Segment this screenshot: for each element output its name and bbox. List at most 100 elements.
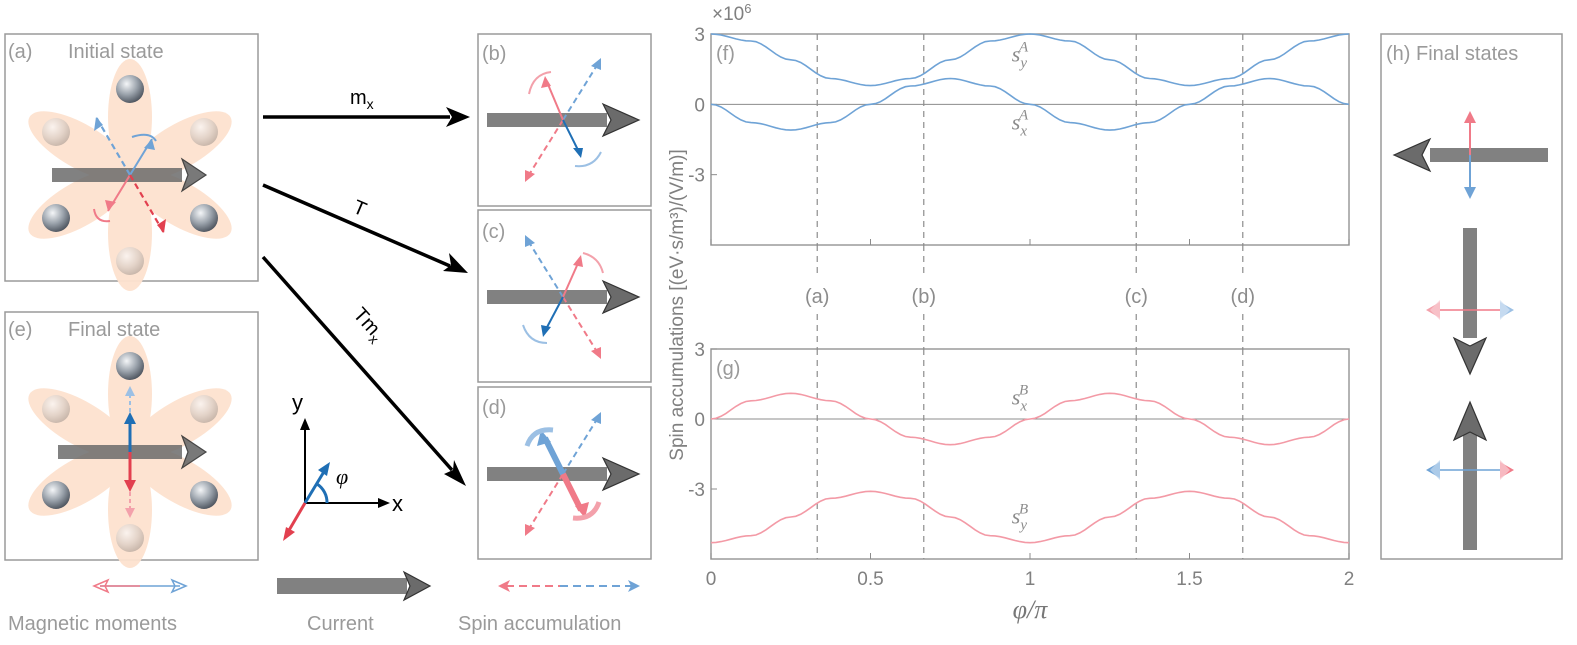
- y-tick-label: 0: [694, 95, 705, 116]
- panel-g-label: (g): [716, 358, 740, 380]
- panel-c-frame: [477, 209, 652, 383]
- lattice-e: [28, 336, 232, 568]
- atom-ball-faint: [190, 395, 218, 423]
- chart-multiplier: ×106: [712, 1, 751, 25]
- spin-arrow-blue-dashed: [95, 116, 131, 176]
- atom-ball-faint: [42, 395, 70, 423]
- current-arrow: [52, 157, 208, 193]
- rotation-arrow-red: [528, 71, 552, 95]
- rotation-arrow-blue: [574, 151, 602, 168]
- panel-h-label: (h) Final states: [1386, 43, 1518, 65]
- spin-arrow-blue-dashed: [526, 238, 564, 298]
- atom-ball: [116, 75, 144, 103]
- rotation-arrow-blue: [131, 133, 157, 142]
- panel-d-frame: [477, 386, 652, 560]
- moment-arrow-blue: [562, 119, 580, 153]
- panel-c: (c): [477, 209, 652, 383]
- spin-arrow-red-dashed: [129, 174, 165, 234]
- chart-ylabel: Spin accumulations [(eV·s/m³)/(V/m)]: [667, 149, 688, 460]
- series-label: syA: [1012, 39, 1029, 71]
- x-tick-label: 1.5: [1176, 569, 1202, 590]
- moment-arrow-red: [562, 260, 580, 298]
- final-state-down: [1426, 228, 1514, 376]
- spin-arrow-blue-dashed: [562, 61, 600, 121]
- spin-arrow-red-dashed: [526, 473, 564, 533]
- marker-label: (c): [1125, 286, 1148, 308]
- marker-label: (a): [805, 286, 829, 308]
- final-state-left: [1392, 111, 1548, 199]
- panel-e-title: Final state: [68, 319, 160, 341]
- panel-e: (e) Final state: [4, 311, 259, 568]
- x-tick-label: 1: [1025, 569, 1036, 590]
- legend-current-text: Current: [307, 613, 374, 635]
- moment-arrow-blue: [544, 296, 564, 332]
- y-tick-label: 0: [694, 410, 705, 431]
- atom-ball: [42, 204, 70, 232]
- moment-arrow-blue: [542, 436, 566, 476]
- series-line: [710, 77, 1350, 131]
- moment-arrow-red: [560, 472, 584, 512]
- series-line: [710, 33, 1350, 87]
- spin-arrow-red-dashed: [562, 296, 600, 356]
- atom-ball-faint: [42, 118, 70, 146]
- panel-a-label: (a): [8, 41, 32, 63]
- current-arrow: [1463, 430, 1477, 550]
- marker-label: (d): [1231, 286, 1255, 308]
- rotation-arrow-red: [572, 501, 602, 521]
- current-arrow: [487, 113, 607, 127]
- operation-arrows: mx T Tmx: [261, 87, 470, 486]
- current-arrow: [1430, 148, 1548, 162]
- panel-b: (b): [477, 33, 652, 207]
- atom-ball: [190, 481, 218, 509]
- current-arrow: [487, 290, 607, 304]
- legend-moments-text: Magnetic moments: [8, 613, 177, 635]
- current-arrow: [487, 467, 607, 481]
- plot-frame-g: [710, 348, 1350, 560]
- atom-ball-faint: [116, 247, 144, 275]
- y-tick-label: -3: [688, 480, 705, 501]
- panel-h-frame: [1380, 33, 1563, 560]
- op-tmx: Tmx: [346, 304, 389, 347]
- op-t: T: [350, 196, 370, 221]
- atom-ball: [116, 352, 144, 380]
- legend-spin-text: Spin accumulation: [458, 613, 621, 635]
- x-tick-label: 0.5: [857, 569, 883, 590]
- panel-a: (a) Initial state: [4, 33, 259, 291]
- series-line: [710, 392, 1350, 446]
- y-tick-label: -3: [688, 166, 705, 187]
- chart-xlabel: φ/π: [1013, 595, 1049, 624]
- rotation-arrow-red: [582, 252, 604, 274]
- coordinate-axes: x y φ: [283, 390, 403, 541]
- panel-b-frame: [477, 33, 652, 207]
- spin-arrow-red-dashed: [526, 119, 564, 179]
- y-tick-label: 3: [694, 25, 705, 46]
- current-arrow: [58, 434, 208, 470]
- panel-e-label: (e): [8, 319, 32, 341]
- panel-a-title: Initial state: [68, 41, 164, 63]
- panel-h: (h) Final states: [1380, 33, 1563, 560]
- series-label: sxB: [1012, 382, 1028, 414]
- rotation-arrow-blue: [522, 324, 548, 344]
- panel-d-label: (d): [482, 397, 506, 419]
- panel-d: (d): [477, 386, 652, 560]
- atom-ball: [190, 204, 218, 232]
- legend-spin: Spin accumulation: [458, 580, 640, 635]
- atom-ball-faint: [190, 118, 218, 146]
- lattice-a: [28, 59, 232, 291]
- x-tick-label: 0: [706, 569, 717, 590]
- current-arrow: [1463, 228, 1477, 338]
- axis-x-glyph: x: [392, 491, 403, 516]
- rotation-arrow-red: [93, 208, 111, 223]
- series-line: [710, 490, 1350, 544]
- panel-f-label: (f): [716, 43, 735, 65]
- x-tick-label: 2: [1344, 569, 1355, 590]
- spin-arrow-blue-dashed: [562, 415, 600, 475]
- atom-ball: [42, 481, 70, 509]
- marker-label: (b): [912, 286, 936, 308]
- moment-arrow-red: [546, 81, 564, 121]
- op-mx: mx: [350, 87, 374, 112]
- final-state-up: [1426, 400, 1514, 550]
- y-tick-label: 3: [694, 340, 705, 361]
